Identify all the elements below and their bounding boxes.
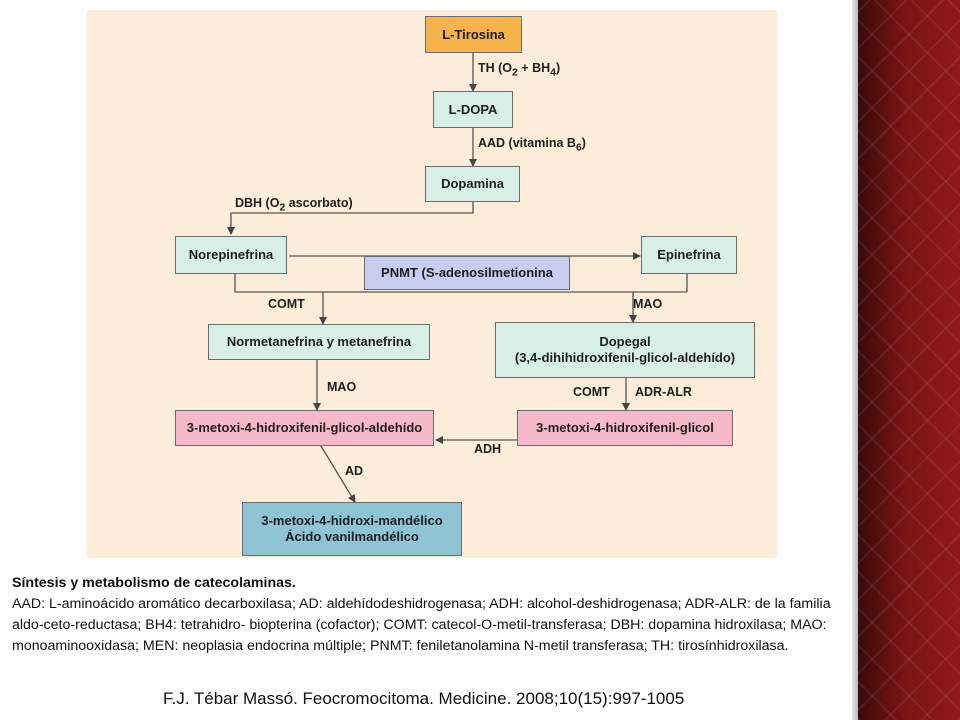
label-comt-left: COMT bbox=[268, 297, 305, 311]
node-normetanefrina: Normetanefrina y metanefrina bbox=[208, 324, 430, 360]
caption-title: Síntesis y metabolismo de catecolaminas. bbox=[12, 575, 296, 591]
arrow-dopamina-norepinefrina bbox=[227, 202, 474, 235]
figure-caption: Síntesis y metabolismo de catecolaminas.… bbox=[12, 573, 852, 657]
flow-arrows bbox=[227, 53, 688, 503]
label-th: TH (O2 + BH4) bbox=[478, 61, 561, 79]
caption-body: AAD: L-aminoácido aromático decarboxilas… bbox=[12, 596, 831, 654]
reference-citation: F.J. Tébar Massó. Feocromocitoma. Medici… bbox=[163, 689, 685, 708]
label-aad: AAD (vitamina B6) bbox=[478, 136, 586, 154]
label-comt-mid: COMT bbox=[573, 385, 610, 399]
label-dbh: DBH (O2 ascorbato) bbox=[235, 196, 353, 214]
arrow-comt-branch bbox=[234, 274, 327, 325]
arrow-aldehido-mandelico bbox=[320, 445, 356, 503]
label-adh: ADH bbox=[474, 442, 502, 456]
node-dopamina: Dopamina bbox=[425, 166, 520, 202]
arrow-mao-branch bbox=[323, 291, 637, 323]
node-pnmt: PNMT (S-adenosilmetionina bbox=[364, 256, 570, 290]
node-epinefrina: Epinefrina bbox=[641, 236, 737, 274]
node-norepinefrina: Norepinefrina bbox=[175, 236, 287, 274]
node-l-tirosina: L-Tirosina bbox=[425, 16, 522, 53]
label-adr-alr: ADR-ALR bbox=[635, 385, 692, 399]
node-glicol: 3-metoxi-4-hidroxifenil-glicol bbox=[517, 410, 733, 446]
label-mao-right: MAO bbox=[633, 297, 663, 311]
node-aldehido: 3-metoxi-4-hidroxifenil-glicol-aldehído bbox=[175, 410, 434, 446]
label-ad: AD bbox=[345, 464, 364, 478]
slide-edge-strip bbox=[852, 0, 858, 720]
decorative-side-band bbox=[858, 0, 960, 720]
node-dopegal: Dopegal (3,4-dihihidroxifenil-glicol-ald… bbox=[495, 322, 755, 378]
label-mao-left: MAO bbox=[327, 380, 357, 394]
node-acido-vanilmandelico: 3-metoxi-4-hidroxi-mandélico Ácido vanil… bbox=[242, 502, 462, 556]
node-l-dopa: L-DOPA bbox=[433, 91, 513, 128]
